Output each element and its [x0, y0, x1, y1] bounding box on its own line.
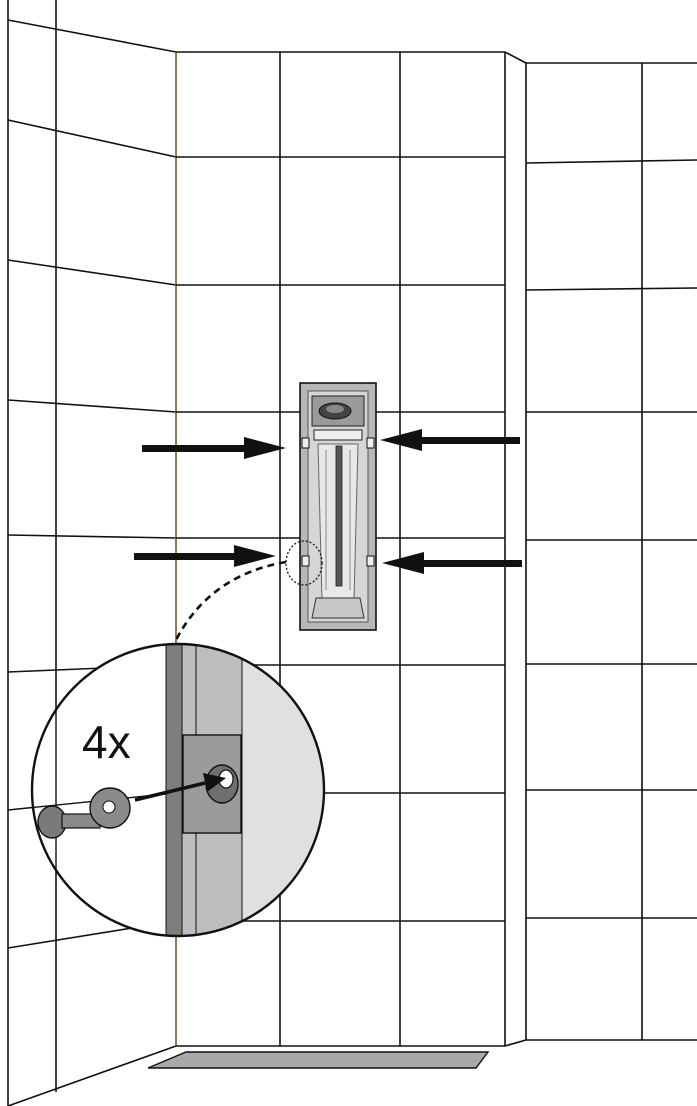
- callout-count-label: 4x: [82, 716, 131, 768]
- mount-hole-top-right: [366, 437, 375, 449]
- insert-arrow-icon: [134, 773, 226, 802]
- mount-hole-bottom-right: [366, 555, 375, 567]
- arrow-top-right-icon: [380, 429, 520, 451]
- arrow-bottom-right-icon: [382, 552, 522, 574]
- mounting-screw-with-washer-icon: [37, 787, 131, 839]
- right-wall: [504, 51, 697, 1047]
- magnifier-callout: 4x: [30, 642, 326, 938]
- mounting-arrows: [134, 429, 522, 574]
- left-wall: [7, 0, 177, 1106]
- wall-niche: [299, 382, 377, 631]
- mount-hole-bottom-left: [301, 555, 310, 567]
- arrow-top-left-icon: [142, 437, 286, 459]
- dashed-leader: [174, 560, 287, 641]
- floor-drain: [147, 1051, 490, 1069]
- mount-hole-top-left: [301, 437, 310, 449]
- detail-marker: [285, 540, 323, 586]
- arrow-bottom-left-icon: [134, 545, 276, 567]
